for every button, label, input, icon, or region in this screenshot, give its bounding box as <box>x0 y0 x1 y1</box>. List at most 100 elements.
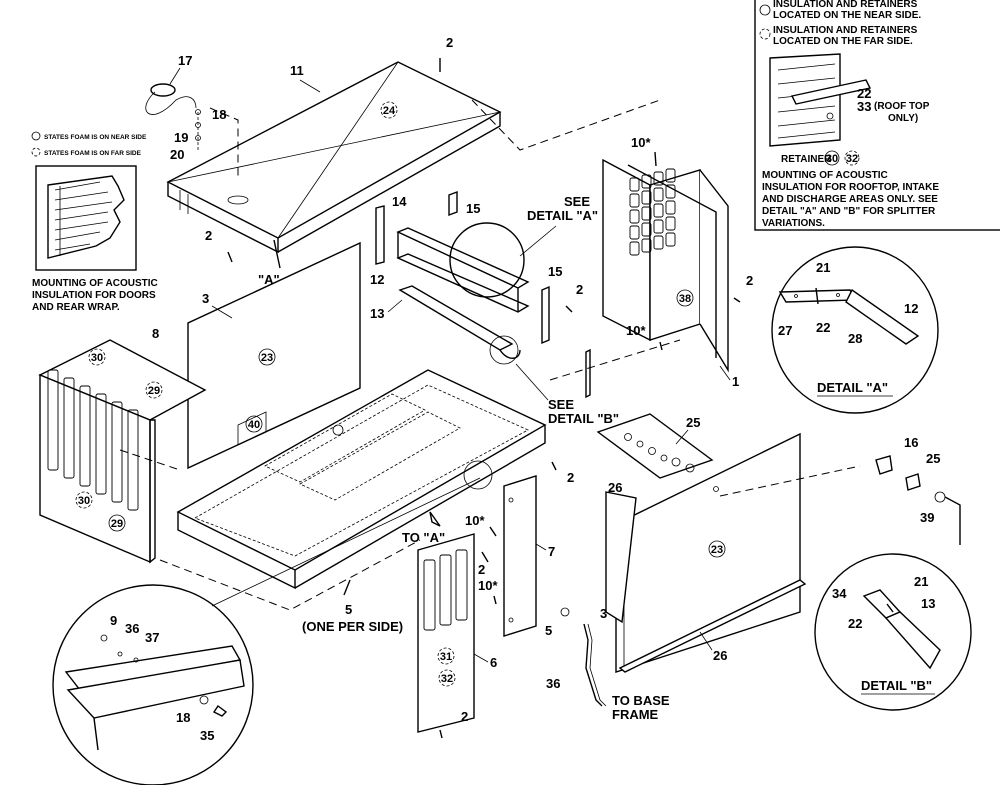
louver-slot <box>653 171 664 186</box>
legend-near-1: INSULATION AND RETAINERS <box>773 0 918 10</box>
callout-3-back: 3 <box>202 291 209 306</box>
see-detail-b-2: DETAIL "B" <box>548 411 619 426</box>
callout-13: 13 <box>370 306 384 321</box>
louver-slot <box>629 225 640 240</box>
louver-slot <box>665 200 676 215</box>
lower-insulation-32: 32 <box>441 673 453 685</box>
splitter-parts <box>375 190 591 399</box>
roof-insulation-24: 24 <box>383 105 396 117</box>
lower-front-panel: 31 32 <box>417 533 475 733</box>
callout-2-lower: 2 <box>478 562 485 577</box>
base-frame <box>176 369 547 590</box>
doors-caption-3: AND REAR WRAP. <box>32 302 120 313</box>
to-base-2: FRAME <box>612 707 659 722</box>
callout-6: 6 <box>490 655 497 670</box>
far-side-note: STATES FOAM IS ON FAR SIDE <box>44 150 142 157</box>
back-insulation-40: 40 <box>248 419 260 431</box>
legend-retainer: RETAINER <box>781 154 832 165</box>
fastener-detail-circle <box>52 477 481 785</box>
callout-11: 11 <box>290 63 304 78</box>
callout-12: 12 <box>370 272 384 287</box>
louver-slot <box>111 401 123 503</box>
louver-slot <box>629 193 640 208</box>
callout-10-mid: 10* <box>626 323 646 338</box>
legend-rooftop-2: ONLY) <box>888 113 918 124</box>
louver-slot <box>629 241 640 256</box>
callout-37: 37 <box>145 630 159 645</box>
back-insulation-23: 23 <box>261 352 273 364</box>
detail-a-12: 12 <box>904 301 918 316</box>
callout-18-detail: 18 <box>176 710 190 725</box>
callout-10-center: 10* <box>465 513 485 528</box>
right-side-panel: 38 <box>602 158 729 373</box>
louver-slot <box>455 549 468 621</box>
louver-slot <box>641 222 652 237</box>
callout-39: 39 <box>920 510 934 525</box>
louver-slot <box>665 216 676 231</box>
detail-b-21: 21 <box>914 574 928 589</box>
doors-caption-2: INSULATION FOR DOORS <box>32 290 156 301</box>
legend-rooftop-1: (ROOF TOP <box>874 101 930 112</box>
callout-8: 8 <box>152 326 159 341</box>
detail-a-28: 28 <box>848 331 862 346</box>
panel-insulation-30-top: 30 <box>91 352 103 364</box>
louver-slot <box>653 235 664 250</box>
detail-b-34: 34 <box>832 586 847 601</box>
door-insulation-23: 23 <box>711 544 723 556</box>
panel-insulation-29-top: 29 <box>148 385 160 397</box>
callout-9: 9 <box>110 613 117 628</box>
see-detail-a-2: DETAIL "A" <box>527 208 598 223</box>
louver-slot <box>653 187 664 202</box>
detail-a-21: 21 <box>816 260 830 275</box>
callout-19: 19 <box>174 130 188 145</box>
right-door: 23 <box>605 432 807 673</box>
callout-3-door: 3 <box>600 606 607 621</box>
louver-slot <box>665 184 676 199</box>
legend-caption-4: DETAIL "A" AND "B" FOR SPLITTER <box>762 206 936 217</box>
detail-b-13: 13 <box>921 596 935 611</box>
louver-slot <box>641 206 652 221</box>
detail-b-22: 22 <box>848 616 862 631</box>
louver-slot <box>439 554 452 626</box>
legend-callout-22: 22 <box>857 86 871 101</box>
callout-17: 17 <box>178 53 192 68</box>
detail-a-27: 27 <box>778 323 792 338</box>
detail-a-circle <box>771 246 939 414</box>
to-a: TO "A" <box>402 530 445 545</box>
callout-2-bottom: 2 <box>461 709 468 724</box>
callout-25-latch: 25 <box>926 451 940 466</box>
callout-2-left: 2 <box>205 228 212 243</box>
louver-slot <box>95 393 107 495</box>
callout-26-top: 26 <box>608 480 622 495</box>
louver-slot <box>423 559 436 631</box>
callout-25-kit: 25 <box>686 415 700 430</box>
legend-caption-1: MOUNTING OF ACOUSTIC <box>762 170 888 181</box>
detail-a-title: DETAIL "A" <box>817 380 888 395</box>
callout-14: 14 <box>392 194 407 209</box>
callout-2-mid: 2 <box>576 282 583 297</box>
back-panel: 23 40 <box>187 241 361 470</box>
louver-slot <box>641 238 652 253</box>
callout-20: 20 <box>170 147 184 162</box>
louver-slot <box>665 168 676 183</box>
front-left-panel: 30 29 30 29 <box>38 339 207 564</box>
roof-panel: 24 <box>166 61 502 254</box>
detail-b-title: DETAIL "B" <box>861 678 932 693</box>
latch-parts <box>875 455 961 545</box>
legend-caption-2: INSULATION FOR ROOFTOP, INTAKE <box>762 182 939 193</box>
louver-slot <box>653 203 664 218</box>
panel-insulation-29-bottom: 29 <box>111 518 123 530</box>
legend-near-2: LOCATED ON THE NEAR SIDE. <box>773 10 921 21</box>
legend-caption-5: VARIATIONS. <box>762 218 825 229</box>
callout-15-right: 15 <box>548 264 562 279</box>
louver-slot <box>653 219 664 234</box>
hardware-kit <box>596 413 714 479</box>
callout-10-lower: 10* <box>478 578 498 593</box>
far-side-symbol <box>31 147 41 157</box>
legend-caption-3: AND DISCHARGE AREAS ONLY. SEE <box>762 194 938 205</box>
callout-2-top: 2 <box>446 35 453 50</box>
callout-35: 35 <box>200 728 214 743</box>
louver-slot <box>63 377 75 479</box>
callout-36-detail: 36 <box>125 621 139 636</box>
